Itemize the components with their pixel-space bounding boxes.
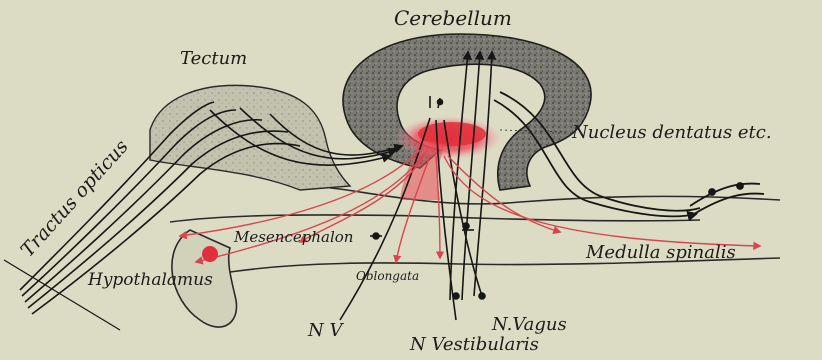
label-cerebellum: Cerebellum	[394, 8, 512, 28]
label-nucleus-dentatus: Nucleus dentatus etc.	[572, 124, 772, 142]
label-n-v: N V	[308, 322, 342, 340]
label-medulla-spinalis: Medulla spinalis	[586, 244, 736, 262]
label-n-vestibularis: N Vestibularis	[410, 336, 539, 354]
label-hypothalamus: Hypothalamus	[88, 272, 213, 289]
label-tectum: Tectum	[180, 50, 247, 68]
mesencephalon-red-nucleus	[202, 246, 218, 262]
label-oblongata: Oblongata	[356, 270, 419, 282]
tectum-shape	[150, 85, 350, 190]
label-mesencephalon: Mesencephalon	[234, 230, 353, 245]
label-n-vagus: N.Vagus	[492, 316, 567, 334]
mesencephalon-floor	[170, 215, 700, 222]
